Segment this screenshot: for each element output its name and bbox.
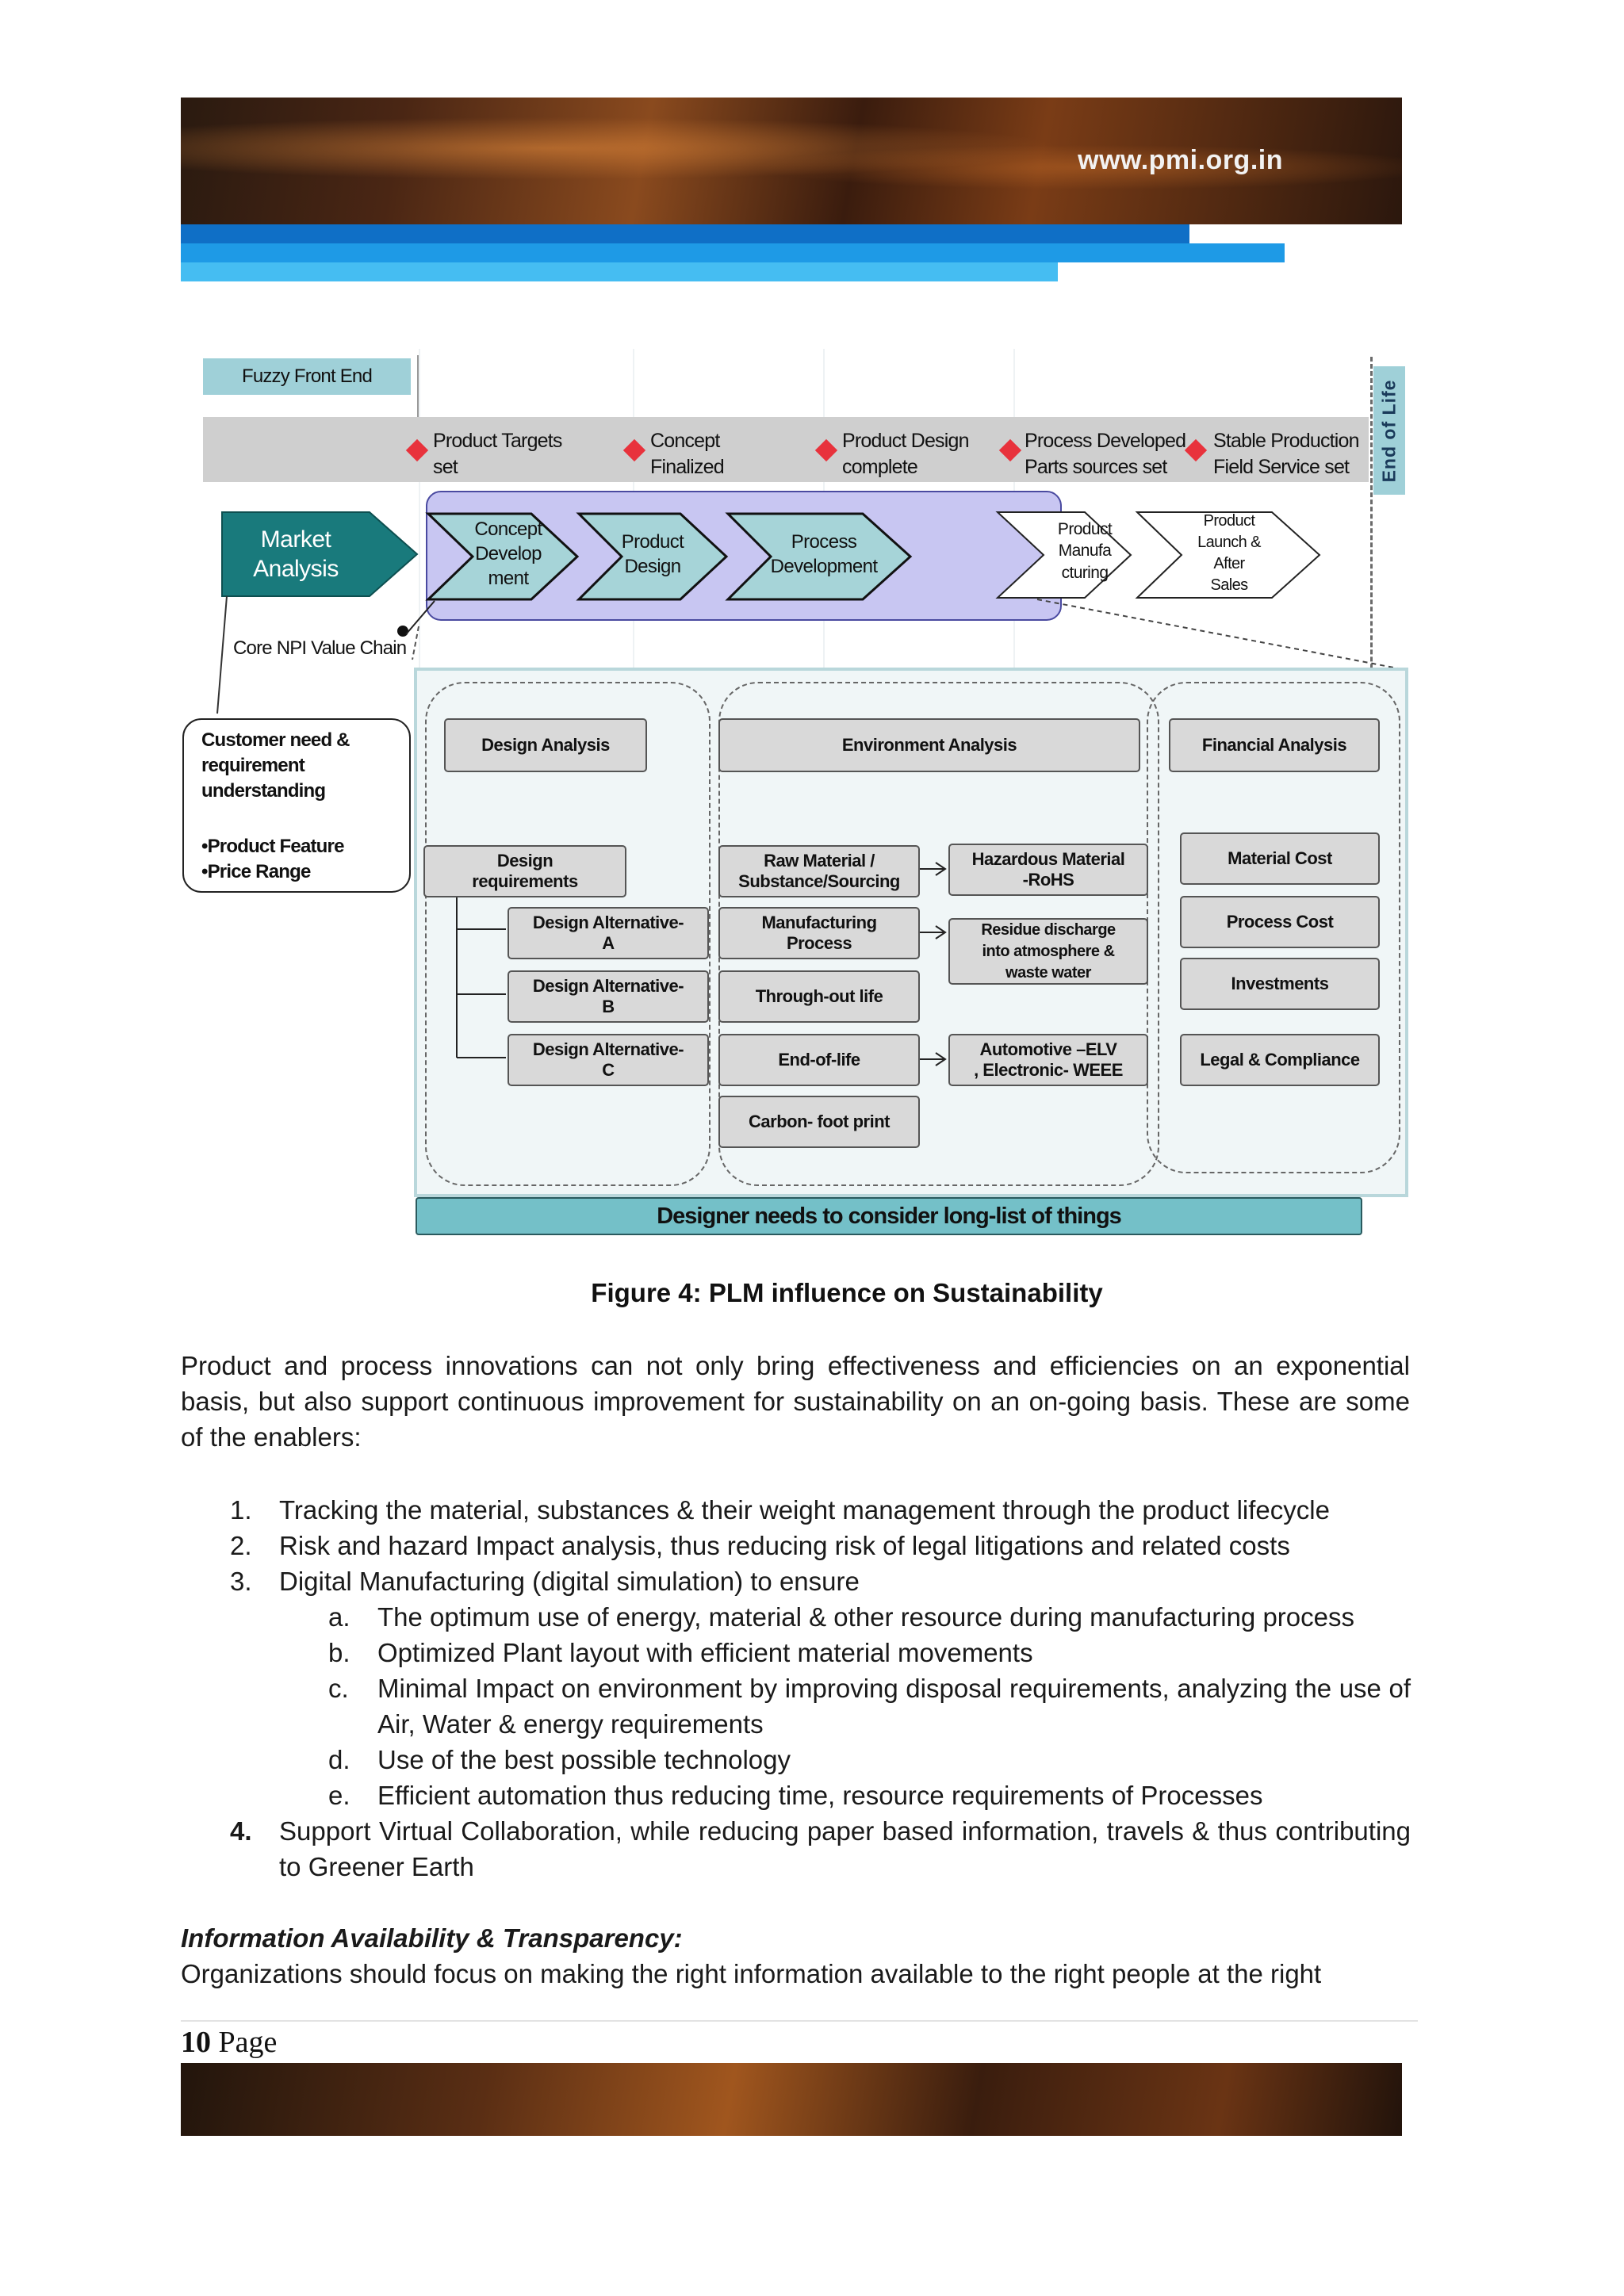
environment-analysis-header: Environment Analysis (718, 718, 1140, 772)
list-number: 1. (230, 1492, 252, 1528)
process-cost-box: Process Cost (1180, 896, 1380, 948)
list-number: 4. (230, 1813, 252, 1849)
section-heading: Information Availability & Transparency: (181, 1920, 683, 1956)
header-stripe-dark (181, 224, 1189, 243)
sublist-item: The optimum use of energy, material & ot… (377, 1599, 1411, 1635)
figure-caption: Figure 4: PLM influence on Sustainabilit… (181, 1278, 1513, 1308)
page-number: 10 Page (181, 2025, 277, 2060)
footer-divider (181, 2020, 1418, 2022)
automotive-electronic-box: Automotive –ELV, Electronic- WEEE (948, 1034, 1148, 1086)
financial-analysis-header: Financial Analysis (1169, 718, 1380, 772)
sublist-letter: c. (328, 1670, 349, 1706)
design-analysis-header: Design Analysis (444, 718, 647, 772)
intro-paragraph: Product and process innovations can not … (181, 1348, 1410, 1455)
sublist-letter: a. (328, 1599, 350, 1635)
legal-compliance-box: Legal & Compliance (1180, 1034, 1380, 1086)
header-url: www.pmi.org.in (1078, 145, 1283, 176)
sublist-letter: e. (328, 1777, 350, 1813)
core-npi-value-chain: Core NPI Value Chain (233, 637, 406, 660)
sublist-letter: d. (328, 1742, 350, 1777)
sublist-item: Efficient automation thus reducing time,… (377, 1777, 1411, 1813)
list-number: 2. (230, 1528, 252, 1563)
sublist-item: Minimal Impact on environment by improvi… (377, 1670, 1411, 1742)
sublist-item: Use of the best possible technology (377, 1742, 1411, 1777)
end-of-life-box: End-of-life (718, 1034, 920, 1086)
list-number: 3. (230, 1563, 252, 1599)
list-item: Digital Manufacturing (digital simulatio… (279, 1563, 1413, 1599)
design-alternative-a: Design Alternative-A (508, 907, 709, 959)
header-stripe (1189, 224, 1402, 243)
header-stripe-light (181, 262, 1058, 281)
carbon-foot-print-box: Carbon- foot print (718, 1096, 920, 1148)
sublist-letter: b. (328, 1635, 350, 1670)
hazardous-material-box: Hazardous Material-RoHS (948, 844, 1148, 896)
designer-banner: Designer needs to consider long-list of … (416, 1197, 1362, 1235)
list-item: Tracking the material, substances & thei… (279, 1492, 1413, 1528)
design-alternative-c: Design Alternative-C (508, 1034, 709, 1086)
customer-need-box: Customer need & requirement understandin… (182, 718, 411, 893)
through-out-life-box: Through-out life (718, 970, 920, 1023)
investments-box: Investments (1180, 958, 1380, 1010)
header-stripe-mid (181, 243, 1285, 262)
sublist-item: Optimized Plant layout with efficient ma… (377, 1635, 1411, 1670)
design-alternative-b: Design Alternative-B (508, 970, 709, 1023)
material-cost-box: Material Cost (1180, 832, 1380, 885)
footer-banner (181, 2063, 1402, 2136)
raw-material-box: Raw Material /Substance/Sourcing (718, 845, 920, 897)
body-line: Organizations should focus on making the… (181, 1956, 1418, 1992)
plm-figure: Fuzzy Front End End of Life Product Targ… (181, 349, 1418, 1245)
list-item: Support Virtual Collaboration, while red… (279, 1813, 1411, 1885)
list-item: Risk and hazard Impact analysis, thus re… (279, 1528, 1413, 1563)
